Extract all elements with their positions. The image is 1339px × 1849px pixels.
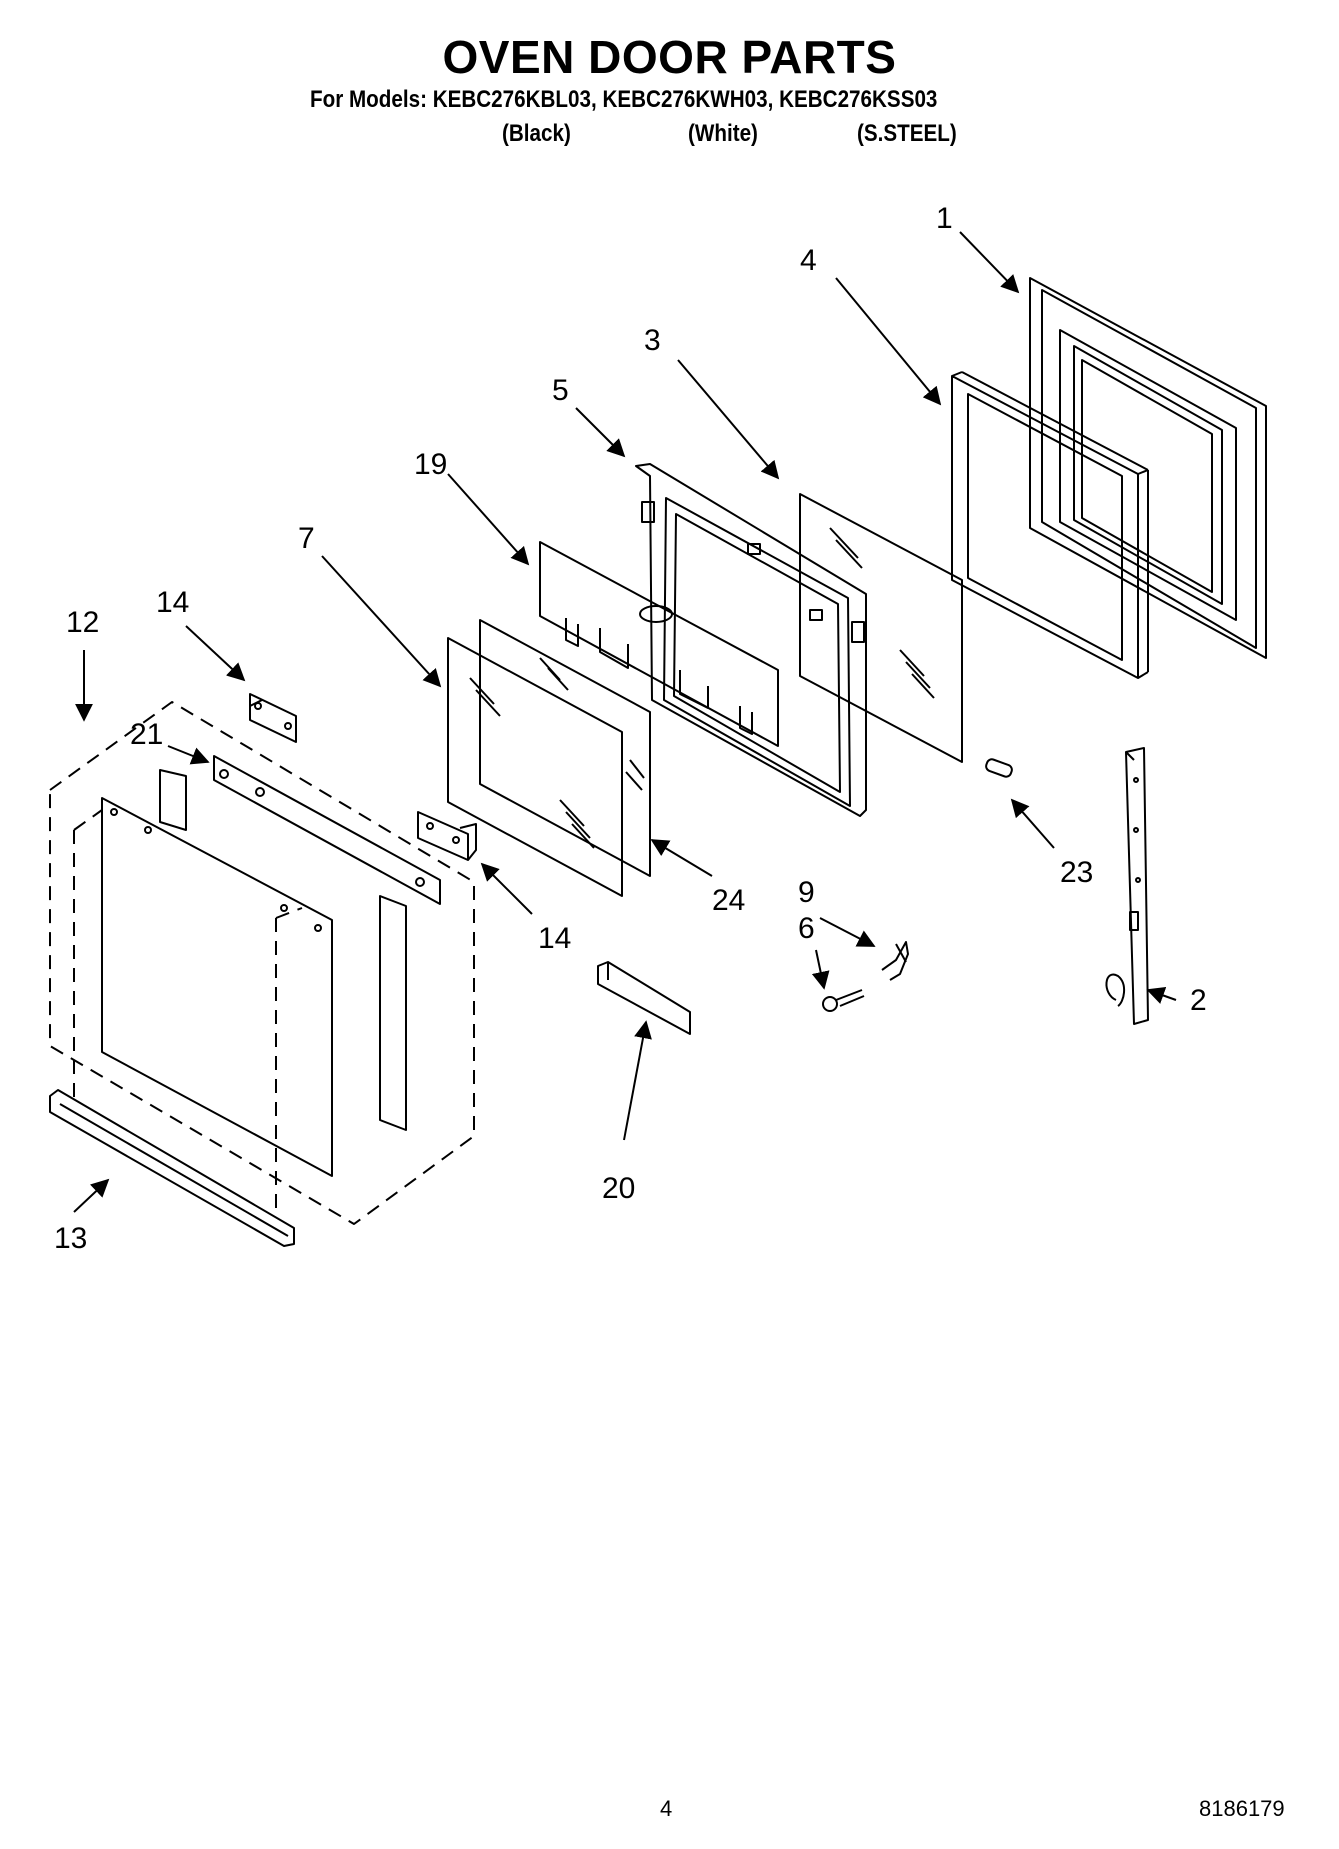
part-6-screw — [822, 989, 865, 1012]
part-2-hinge — [1105, 747, 1149, 1025]
callout-9: 9 — [798, 876, 815, 909]
callout-3: 3 — [644, 324, 661, 357]
callout-20: 20 — [602, 1172, 635, 1205]
callout-24: 24 — [712, 884, 745, 917]
part-21-door-strip — [213, 755, 441, 905]
callout-leaders — [73, 231, 1177, 1213]
callout-4: 4 — [800, 244, 817, 277]
part-24-glass — [479, 619, 651, 877]
callout-1: 1 — [936, 202, 953, 235]
part-5-inner-door-liner — [635, 463, 867, 817]
part-20-spacer — [597, 961, 691, 1035]
callout-14-lower: 14 — [538, 922, 571, 955]
part-23-clip — [985, 758, 1013, 778]
callout-14-upper: 14 — [156, 586, 189, 619]
callout-21: 21 — [130, 718, 163, 751]
part-13-door-trim — [49, 1089, 295, 1247]
part-3-glass-panel — [799, 493, 963, 763]
variant-steel: (S.STEEL) — [857, 120, 957, 147]
part-1-outer-door-panel — [1029, 277, 1267, 659]
part-12-door-outer-panel — [101, 797, 333, 1177]
callout-2: 2 — [1190, 984, 1207, 1017]
callout-19: 19 — [414, 448, 447, 481]
part-12-assembly-outline — [49, 701, 475, 1225]
part-14-hinge-bracket-upper — [249, 693, 297, 743]
side-strip-left — [159, 769, 187, 831]
variant-white: (White) — [688, 120, 758, 147]
callout-23: 23 — [1060, 856, 1093, 889]
callout-6: 6 — [798, 912, 815, 945]
part-9-bracket — [881, 941, 909, 981]
models-line: For Models: KEBC276KBL03, KEBC276KWH03, … — [310, 86, 938, 113]
callout-13: 13 — [54, 1222, 87, 1255]
page-number: 4 — [660, 1796, 673, 1821]
callout-labels: 1 4 3 5 19 7 12 14 21 14 24 23 9 6 2 20 … — [54, 202, 1207, 1255]
callout-7: 7 — [298, 522, 315, 555]
callout-5: 5 — [552, 374, 569, 407]
part-4-door-trim-frame — [951, 371, 1149, 679]
part-19-heat-shield — [539, 541, 779, 747]
callout-12: 12 — [66, 606, 99, 639]
page-title: OVEN DOOR PARTS — [442, 31, 897, 83]
part-7-glass — [447, 637, 623, 897]
side-strip-right — [379, 895, 407, 1131]
variant-black: (Black) — [502, 120, 571, 147]
document-number: 8186179 — [1199, 1796, 1285, 1821]
part-14-hinge-bracket-lower — [417, 811, 477, 861]
